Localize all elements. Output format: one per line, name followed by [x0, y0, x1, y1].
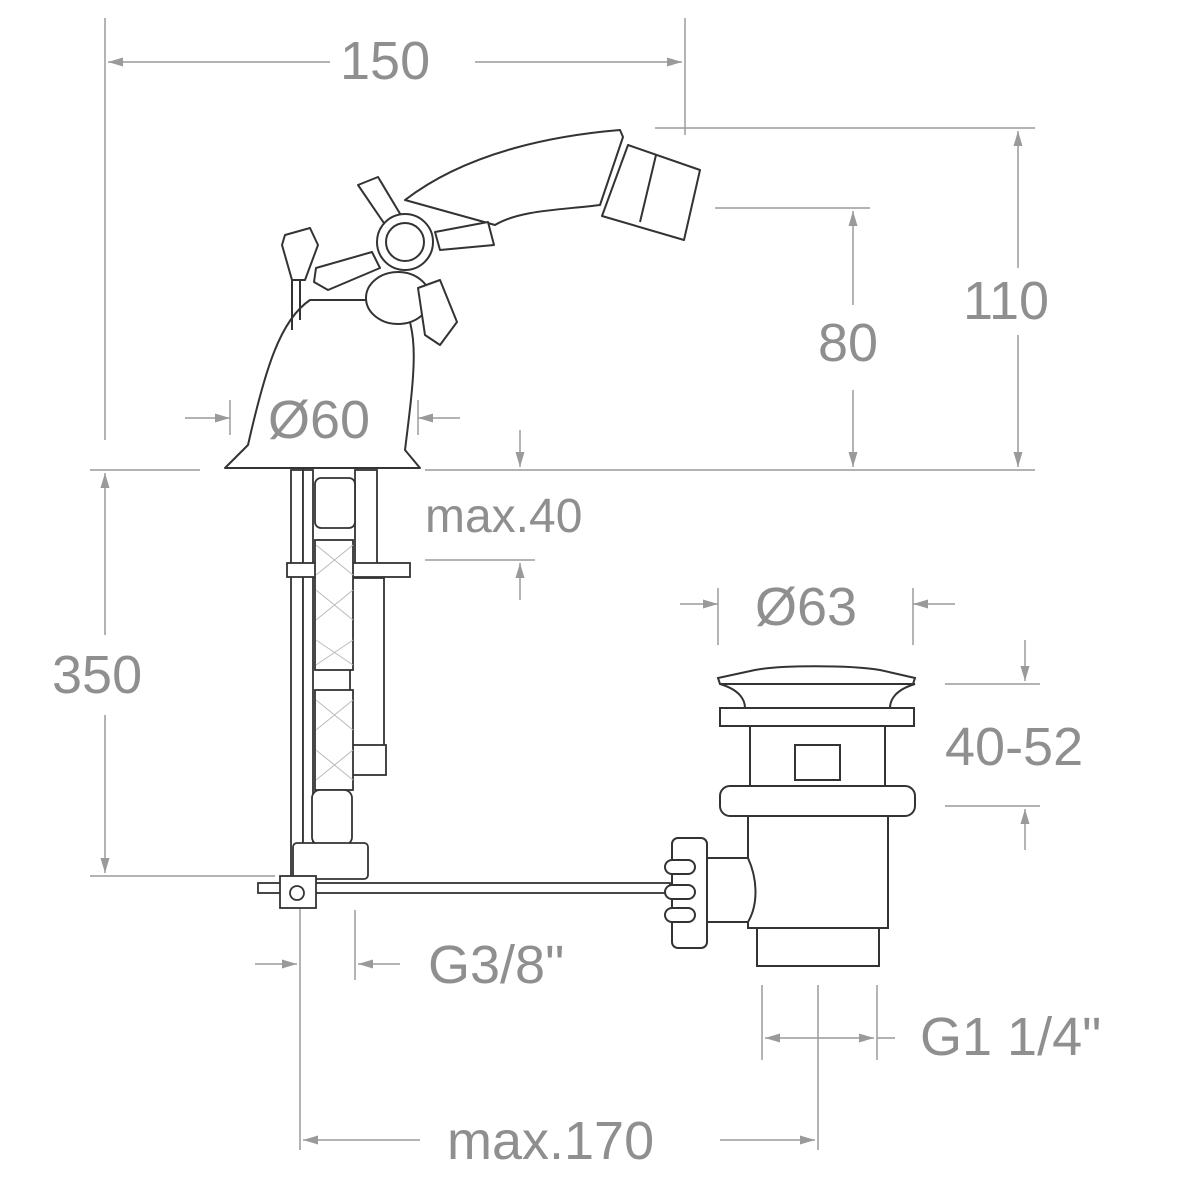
dimension-lines: [90, 18, 1040, 1150]
dim-height-110: 110: [963, 271, 1050, 331]
dim-inlet-thread: G3/8": [428, 935, 565, 995]
dim-deck-thickness: max.40: [425, 490, 583, 543]
dim-height-80: 80: [818, 313, 879, 373]
supply-hose: [257, 469, 671, 909]
dim-rod-length: max.170: [447, 1111, 655, 1171]
dim-waste-range: 40-52: [945, 717, 1084, 777]
hose-braid: [315, 544, 354, 781]
dim-width-150: 150: [340, 31, 431, 91]
dim-base-diameter: Ø60: [268, 390, 371, 450]
dim-waste-thread: G1 1/4": [920, 1007, 1102, 1067]
faucet-outline: [224, 129, 701, 469]
dim-total-height: 350: [52, 645, 143, 705]
dim-waste-diameter: Ø63: [755, 577, 858, 637]
waste-outline: [664, 665, 917, 967]
